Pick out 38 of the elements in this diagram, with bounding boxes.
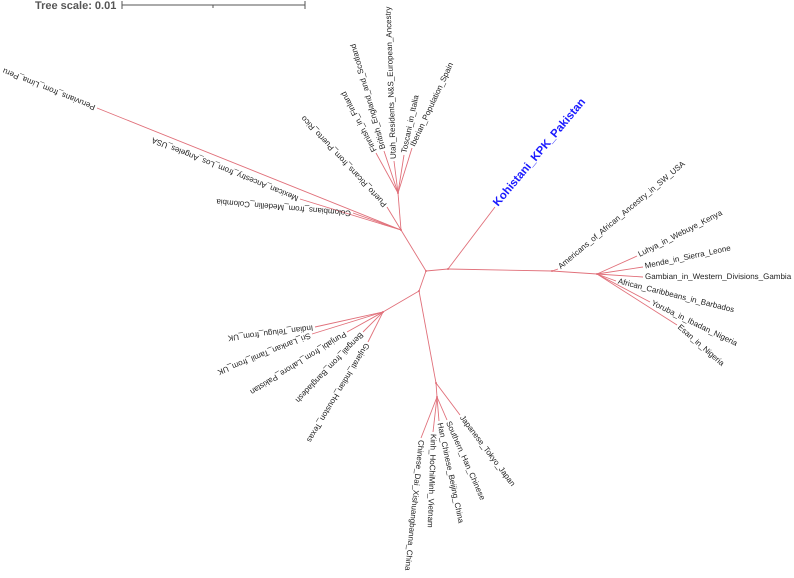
tree-branch xyxy=(432,396,438,432)
tree-branch xyxy=(436,396,448,420)
tree-branch xyxy=(400,230,426,272)
tree-branch xyxy=(300,198,402,230)
tree-branch xyxy=(314,312,384,328)
tree-branch xyxy=(436,382,460,416)
tree-branch xyxy=(368,312,384,342)
tree-branch xyxy=(394,160,398,194)
tree-branch xyxy=(448,206,496,270)
scale-label: Tree scale: 0.01 xyxy=(35,1,116,12)
tree-branch xyxy=(386,206,402,230)
tree-branch xyxy=(398,192,402,230)
tree-branch xyxy=(418,270,426,292)
tree-branch xyxy=(346,312,384,332)
tree-branch xyxy=(352,212,402,230)
tree-branch xyxy=(382,290,420,312)
tree-branch xyxy=(362,312,384,332)
tree-branch xyxy=(436,382,438,398)
tree-branch xyxy=(398,148,412,194)
tree-branch xyxy=(436,396,440,422)
tree-branch xyxy=(420,396,438,438)
tree-branch xyxy=(596,256,638,274)
tree-branch xyxy=(448,268,552,272)
tree-branch xyxy=(384,150,398,194)
tree-branch xyxy=(376,152,398,194)
tree-branch xyxy=(312,312,384,334)
leaf-label: Utah_Residents_N&S_European_Ancestry xyxy=(384,6,398,162)
tree-branch xyxy=(398,154,404,194)
tree-branch xyxy=(596,274,650,302)
tree-branch xyxy=(596,274,616,282)
tree-branch xyxy=(426,268,448,272)
leaf-label: Gambian_in_Western_Divisions_Gambia xyxy=(643,273,792,281)
tree-branch xyxy=(596,274,678,326)
leaf-label: Kinh_HoChiMinh_Vietnam xyxy=(426,432,437,528)
tree-branch xyxy=(552,270,598,274)
tree-branch xyxy=(418,290,436,384)
tree-branch xyxy=(596,274,644,278)
tree-branch xyxy=(596,266,644,274)
